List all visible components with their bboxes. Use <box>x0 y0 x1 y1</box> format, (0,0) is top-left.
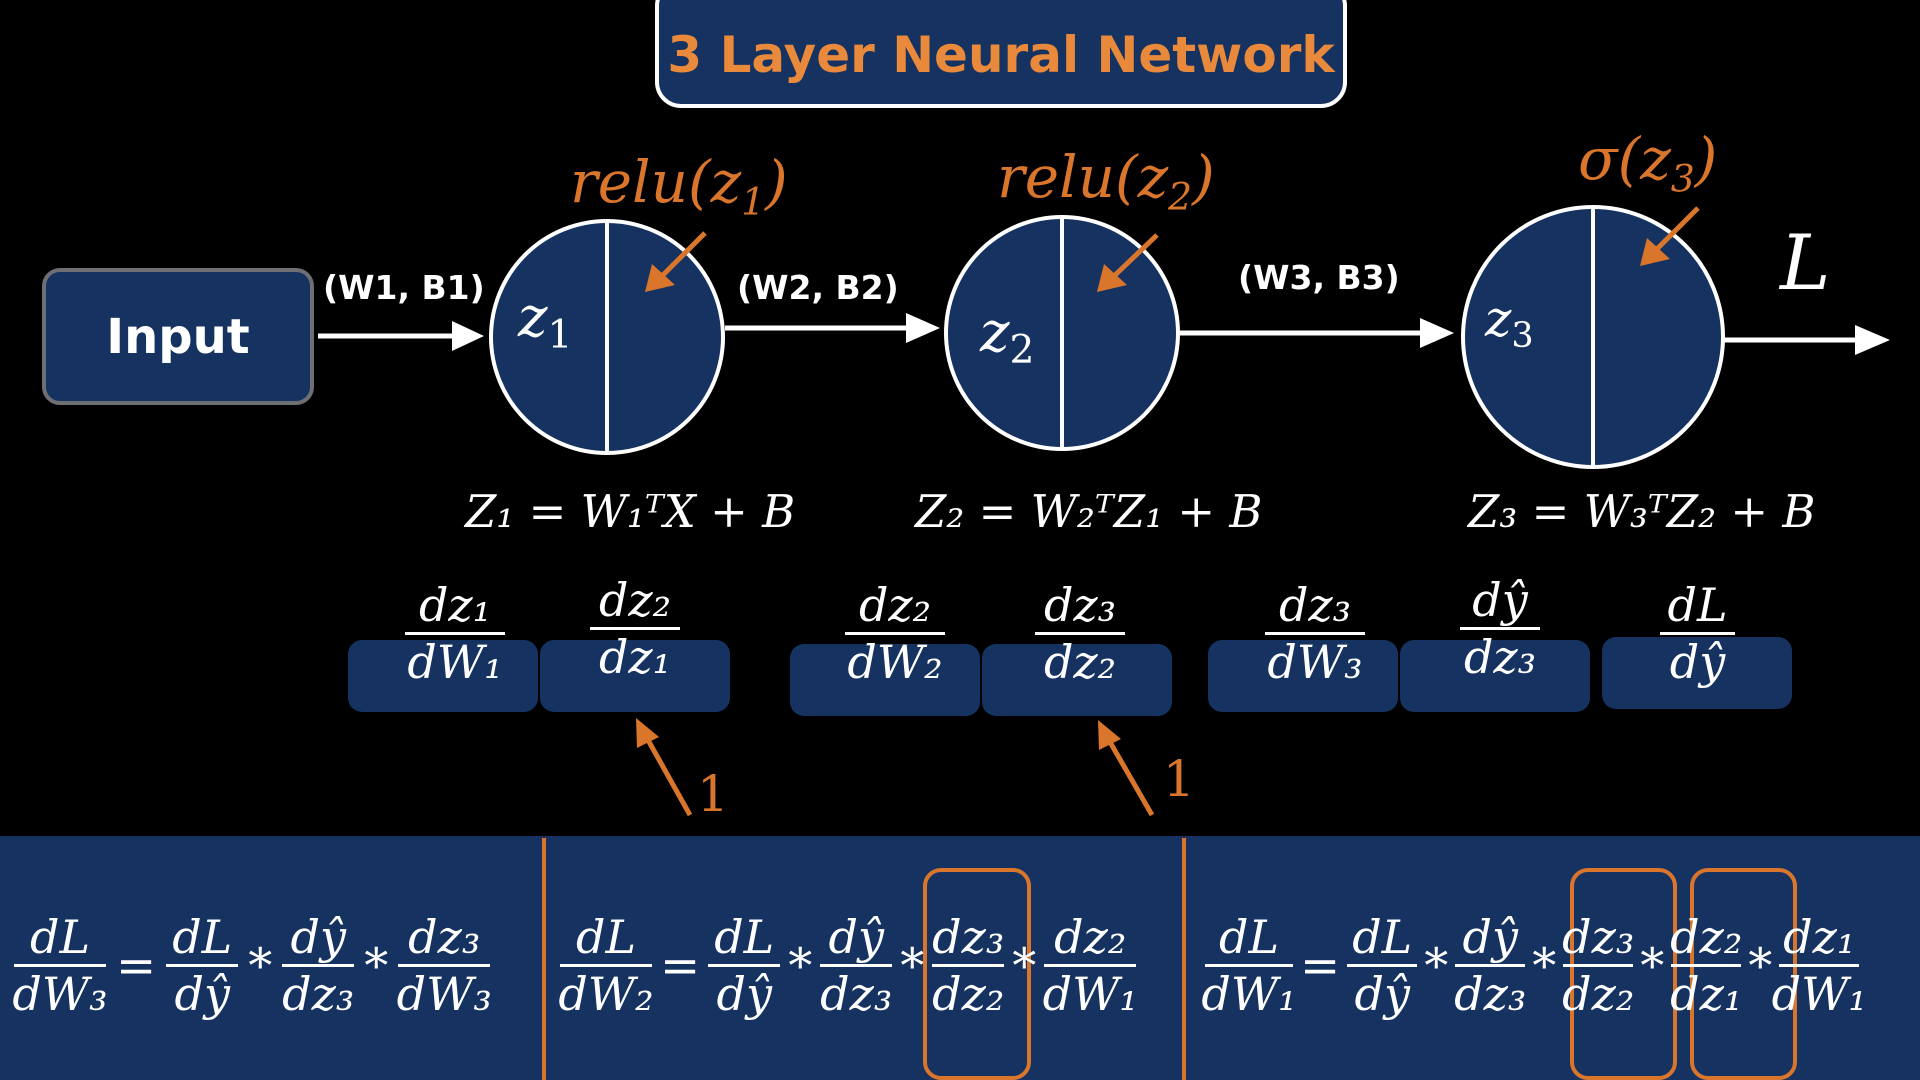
tile-bg-7 <box>1602 637 1792 709</box>
page-title: 3 Layer Neural Network <box>667 26 1335 84</box>
tile-bg-5 <box>1208 640 1398 712</box>
edge-label-1: (W1, B1) <box>323 268 485 307</box>
input-node: Input <box>42 268 314 405</box>
activation-pointer-2 <box>1097 233 1159 292</box>
edge-label-3: (W3, B3) <box>1238 258 1400 297</box>
equation-3: Z₃ = W₃ᵀZ₂ + B <box>1468 485 1816 538</box>
activation-pointer-1 <box>645 231 707 292</box>
input-label: Input <box>106 308 250 365</box>
tile-bg-6 <box>1400 640 1590 712</box>
annotation-label-2: 1 <box>1163 750 1195 808</box>
output-arrow <box>1723 325 1890 355</box>
equation-1: Z₁ = W₁ᵀX + B <box>465 485 796 538</box>
activation-pointer-3 <box>1640 206 1700 266</box>
neuron-2 <box>944 215 1180 451</box>
highlight-box-3 <box>1690 868 1797 1080</box>
highlight-box-1 <box>923 868 1031 1080</box>
tile-bg-4 <box>982 644 1172 716</box>
equation-2: Z₂ = W₂ᵀZ₁ + B <box>915 485 1263 538</box>
panel-divider-2 <box>1182 838 1186 1080</box>
activation-label-2: relu(z2) <box>997 143 1215 219</box>
tile-bg-1 <box>348 640 538 712</box>
tile-bg-2 <box>540 640 730 712</box>
node-label-3: z3 <box>1485 290 1534 356</box>
activation-label-3: σ(z3) <box>1578 125 1718 201</box>
title-box: 3 Layer Neural Network <box>655 0 1347 108</box>
panel-divider-1 <box>542 838 546 1080</box>
node-label-1: z1 <box>518 285 573 359</box>
neuron-3 <box>1461 205 1725 469</box>
annotation-arrow-2 <box>1098 720 1155 817</box>
activation-label-1: relu(z1) <box>570 148 788 224</box>
edge-arrow-1 <box>318 321 484 351</box>
annotation-label-1: 1 <box>697 765 729 823</box>
node-label-2: z2 <box>980 300 1035 374</box>
annotation-arrow-1 <box>636 718 693 817</box>
edge-label-2: (W2, B2) <box>737 268 899 307</box>
edge-arrow-3 <box>1180 318 1454 348</box>
edge-arrow-2 <box>725 313 940 343</box>
tile-bg-3 <box>790 644 980 716</box>
highlight-box-2 <box>1570 868 1677 1080</box>
output-label: L <box>1780 218 1831 307</box>
chain-rule-panel <box>0 836 1920 1080</box>
